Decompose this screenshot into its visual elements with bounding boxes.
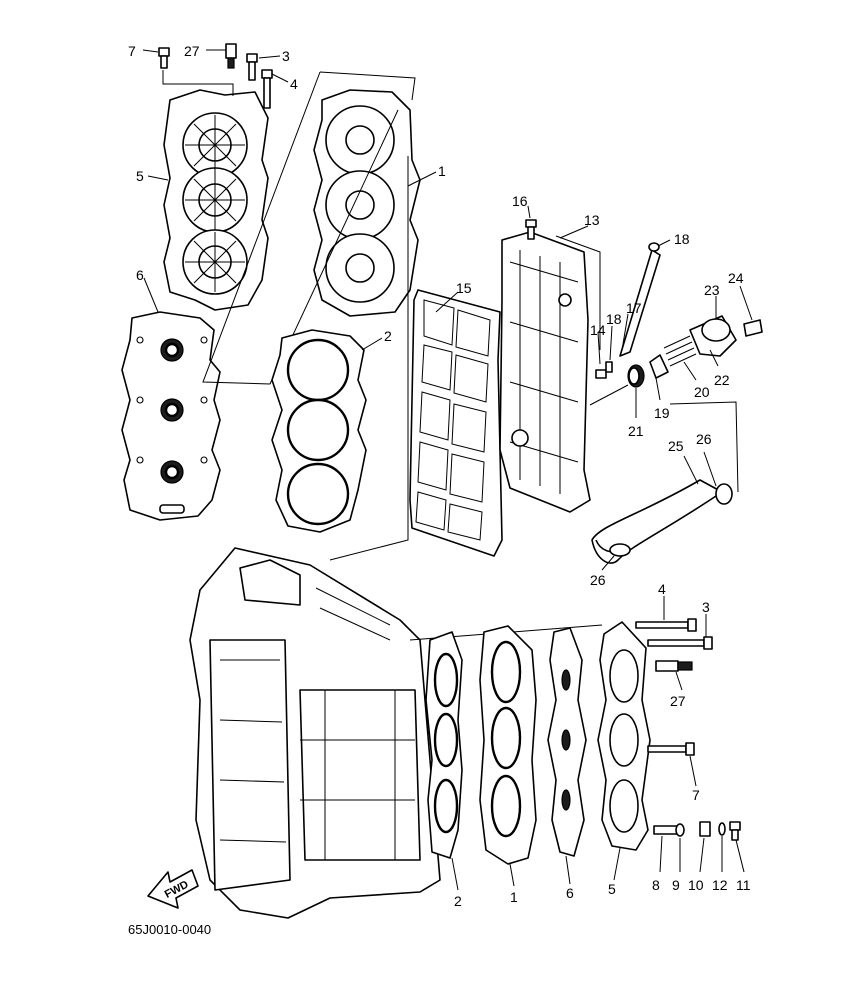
callout-6-top: 6	[136, 267, 144, 283]
head-gasket-upper	[271, 329, 367, 533]
callout-7-bottom: 7	[692, 787, 700, 803]
cylinder-head-cover-lower	[597, 621, 651, 851]
callout-13: 13	[584, 212, 600, 228]
callout-4-top: 4	[290, 76, 298, 92]
callout-9: 9	[672, 877, 680, 893]
callout-labels: 7 27 3 4 5 6 1 2 16 13 18 15 23 24 17 18…	[128, 43, 751, 909]
fwd-arrow-icon: FWD	[147, 869, 199, 909]
head-gasket-lower	[425, 631, 463, 859]
callout-2-bottom: 2	[454, 893, 462, 909]
callout-19: 19	[654, 405, 670, 421]
cylinder-head-lower	[479, 625, 537, 865]
water-hose-25	[591, 401, 739, 564]
callout-3-bottom: 3	[702, 599, 710, 615]
callout-14: 14	[590, 322, 606, 338]
callout-24: 24	[728, 270, 744, 286]
drain-fittings	[653, 821, 741, 841]
cylinder-head-cover-upper	[163, 89, 269, 311]
callout-20: 20	[694, 384, 710, 400]
cover-gasket-left	[121, 311, 221, 521]
bracket-13	[555, 235, 629, 406]
cover-gasket-lower	[547, 627, 587, 857]
callout-3-top: 3	[282, 48, 290, 64]
callout-1-bottom: 1	[510, 889, 518, 905]
bolts-lower-group	[635, 618, 713, 756]
callout-1-top: 1	[438, 163, 446, 179]
callout-11: 11	[736, 877, 751, 893]
leader-lines	[142, 49, 753, 891]
bolts-top-group	[158, 43, 273, 109]
thermostat-hose-group	[595, 242, 661, 379]
callout-25: 25	[668, 438, 684, 454]
callout-17: 17	[626, 300, 642, 316]
callout-2-top: 2	[384, 328, 392, 344]
callout-6-bottom: 6	[566, 885, 574, 901]
callout-16: 16	[512, 193, 528, 209]
callout-18-mid: 18	[606, 311, 622, 327]
callout-18-top: 18	[674, 231, 690, 247]
callout-21: 21	[628, 423, 644, 439]
bolt-16	[525, 219, 537, 240]
callout-7-top: 7	[128, 43, 136, 59]
callout-27-top: 27	[184, 43, 200, 59]
cylinder-head-upper	[313, 89, 421, 317]
callout-22: 22	[714, 372, 730, 388]
callout-26-bottom: 26	[590, 572, 606, 588]
callout-26-top: 26	[696, 431, 712, 447]
callout-5-top: 5	[136, 168, 144, 184]
exhaust-cover-gasket	[409, 289, 503, 557]
callout-12: 12	[712, 877, 728, 893]
callout-4-bottom: 4	[658, 581, 666, 597]
callout-5-bottom: 5	[608, 881, 616, 897]
callout-23: 23	[704, 282, 720, 298]
exhaust-cover	[499, 231, 591, 513]
callout-10: 10	[688, 877, 704, 893]
cylinder-block	[189, 547, 441, 919]
thermostat-assembly	[627, 315, 763, 388]
callout-15: 15	[456, 280, 472, 296]
callout-8: 8	[652, 877, 660, 893]
callout-27-bottom: 27	[670, 693, 686, 709]
drawing-code: 65J0010-0040	[128, 922, 211, 937]
